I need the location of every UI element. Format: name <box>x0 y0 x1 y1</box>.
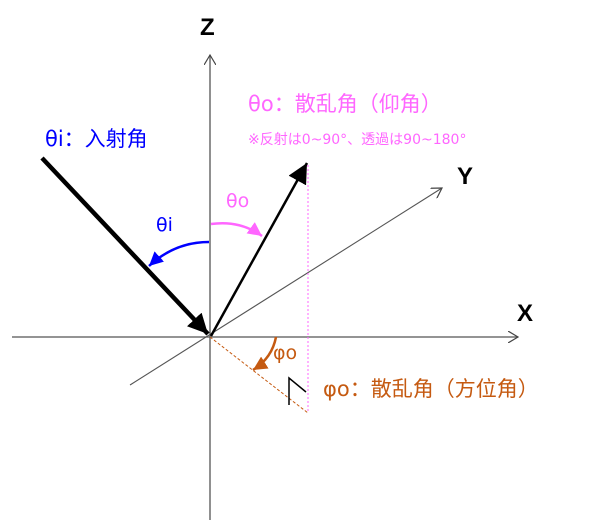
theta-o-note: ※反射は0~90°、透過は90~180° <box>248 132 467 148</box>
phi-o-arc <box>252 336 278 372</box>
theta-i-arc-label: θi <box>156 214 173 236</box>
incident-ray <box>40 156 210 336</box>
theta-o-arc <box>210 222 263 238</box>
right-angle-mark <box>288 376 307 405</box>
x-axis-label: X <box>517 300 534 327</box>
theta-o-legend: θo：散乱角（仰角） <box>248 92 442 116</box>
z-axis-label: Z <box>200 14 215 41</box>
theta-o-arc-label: θo <box>226 190 250 212</box>
y-axis <box>129 188 442 386</box>
projection-azimuth <box>209 336 309 414</box>
phi-o-legend: φo：散乱角（方位角） <box>323 377 539 401</box>
y-axis-label: Y <box>457 163 474 190</box>
theta-i-legend: θi：入射角 <box>45 127 148 151</box>
scattered-ray <box>209 162 309 337</box>
phi-o-arc-label: φo <box>273 342 298 364</box>
theta-i-arc <box>148 240 210 267</box>
